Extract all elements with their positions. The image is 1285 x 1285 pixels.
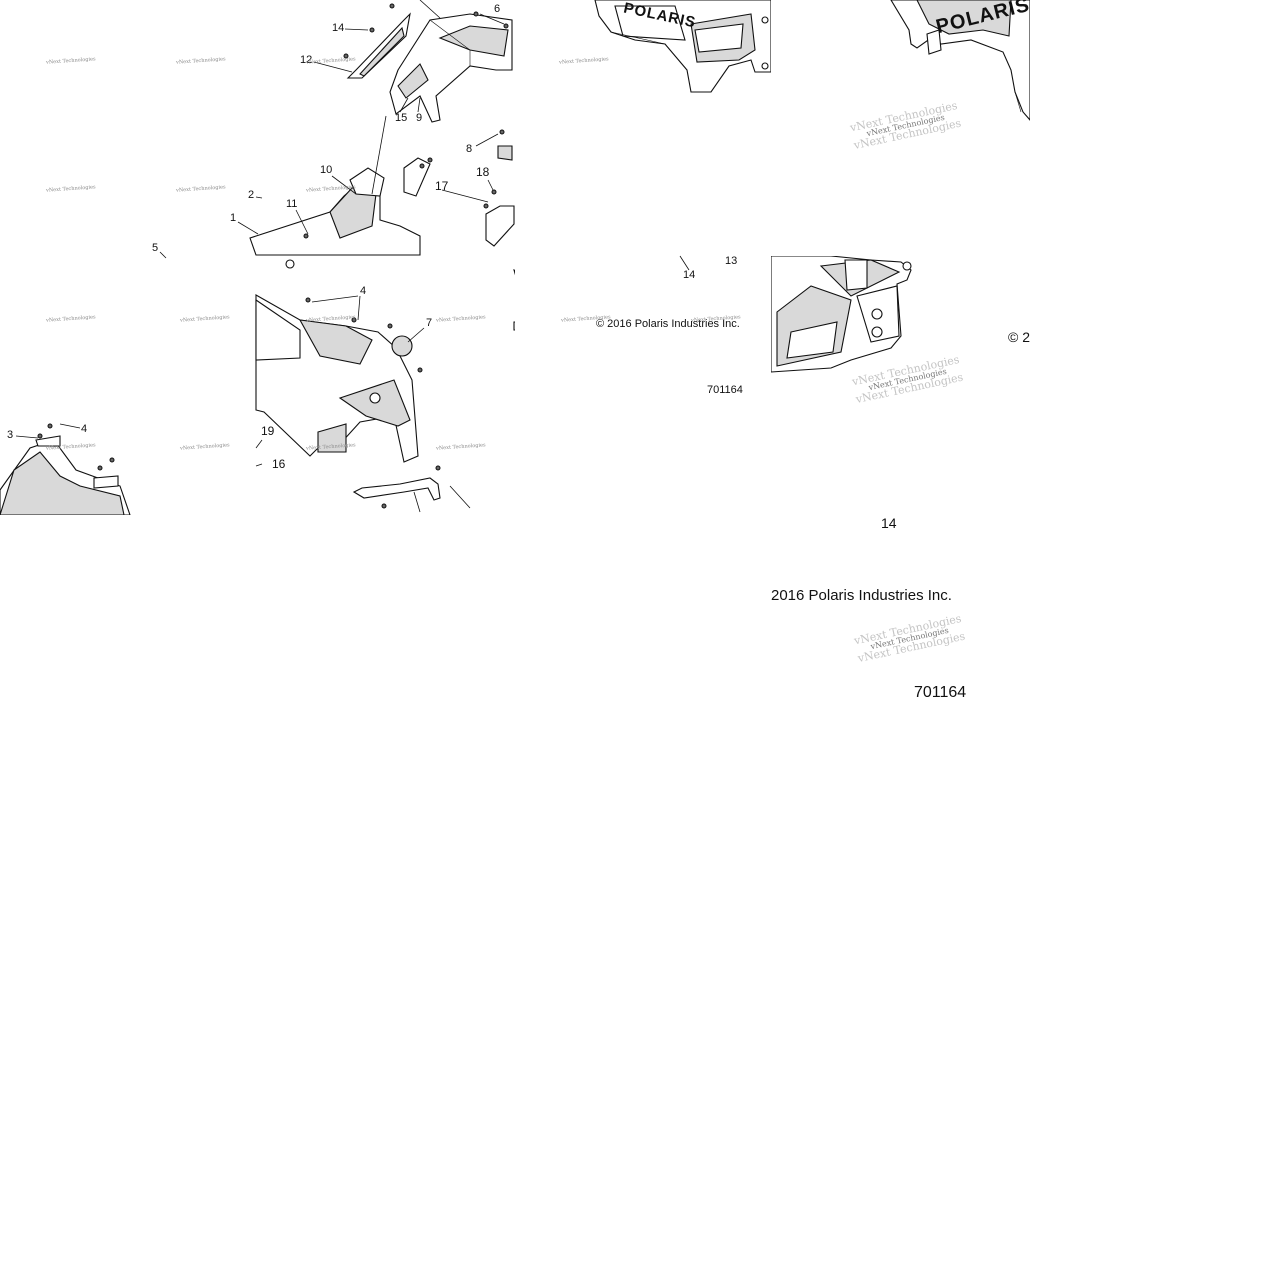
parts-diagram-zoom-top: POLARIS vNext Technologies vNext Technol…	[771, 0, 1030, 256]
figure-number: 701164	[707, 384, 743, 396]
callout-8: 8	[466, 143, 473, 155]
fender-zoom-drawing	[771, 256, 912, 373]
parts-diagram-drawing	[0, 0, 515, 515]
callout-7: 7	[426, 317, 433, 329]
callout-18: 18	[476, 165, 490, 179]
callout-13: 13	[725, 255, 738, 267]
callout-15: 15	[395, 112, 408, 124]
callout-11: 11	[286, 198, 298, 210]
callout-19: 19	[261, 424, 275, 438]
callout-10: 10	[320, 164, 333, 176]
callout-2: 2	[248, 189, 255, 201]
callout-12: 12	[300, 54, 313, 66]
copyright-notice: © 2016 Polaris Industries Inc.	[596, 318, 740, 330]
callout-14: 14	[332, 22, 345, 34]
callout-17: 17	[435, 179, 449, 193]
callout-4: 4	[360, 285, 367, 297]
front-bumper-drawing	[594, 0, 771, 271]
callout-5: 5	[152, 242, 159, 254]
callout-16: 16	[272, 457, 286, 471]
parts-diagram-zoom-bottom: 14 2016 Polaris Industries Inc. vNext Te…	[771, 515, 1030, 771]
callout-9: 9	[416, 112, 423, 124]
callout-4-lower: 4	[81, 423, 88, 435]
callout-6: 6	[494, 3, 501, 15]
figure-number: 701164	[914, 684, 967, 701]
copyright-partial: 2016 Polaris Industries Inc.	[771, 587, 952, 604]
callout-14: 14	[881, 515, 897, 531]
parts-diagram-main: 14 12 6 15 9 8 10 11 2 1 5 18 17 4 7 19 …	[0, 0, 515, 515]
copyright-edge: © 2	[1008, 329, 1030, 345]
parts-diagram-zoom-mid: © 2 vNext Technologies vNext Technologie…	[771, 256, 1030, 515]
callout-1: 1	[230, 212, 237, 224]
parts-diagram-front-view: POLARIS 14 13 © 2016 Polaris Industries …	[515, 0, 771, 515]
callout-3: 3	[7, 429, 14, 441]
callout-14: 14	[683, 269, 696, 281]
bumper-zoom-drawing	[890, 0, 1030, 121]
watermark: vNext Technologies vNext Technologies vN…	[853, 612, 966, 665]
